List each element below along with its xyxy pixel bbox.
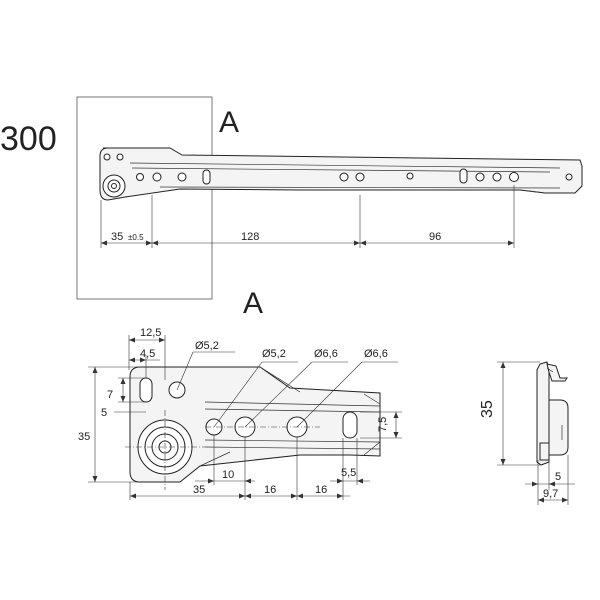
dim-10: 10 — [222, 469, 234, 481]
rail-slot — [459, 168, 468, 184]
dim-128: 128 — [241, 231, 259, 243]
rail-hole — [509, 172, 519, 182]
dim-35-tolerance: ±0.5 — [128, 233, 144, 242]
dim-35: 35 — [111, 231, 123, 243]
dim-96: 96 — [429, 231, 441, 243]
detail-diameter-callouts: Ø5,2 Ø5,2 Ø6,6 Ø6,6 — [176, 340, 398, 428]
detail-frame-label: A — [219, 106, 239, 139]
dim-35-horizontal: 35 — [193, 484, 205, 496]
rail-hole — [339, 172, 349, 182]
rail-slot — [202, 169, 211, 185]
detail-frame — [76, 96, 213, 300]
rail-edge-line-2 — [131, 167, 551, 173]
side-foot — [539, 442, 550, 461]
callout-d5-2-a: Ø5,2 — [195, 340, 219, 352]
dim-16-a: 16 — [264, 484, 276, 496]
detail-rail-line-4 — [204, 446, 381, 450]
rail-hole — [492, 172, 502, 182]
top-dimensions: 35 ±0.5 128 96 — [100, 185, 515, 248]
rail-hole — [116, 153, 124, 161]
rail-hole — [177, 172, 187, 182]
side-wheel — [548, 399, 569, 456]
detail-view: A Ø5,2 Ø5,2 — [78, 287, 402, 500]
rail-hole — [406, 172, 414, 180]
rail-hole — [475, 172, 485, 182]
side-view: 35 5 9,7 — [479, 361, 575, 505]
rail-hole — [152, 172, 162, 182]
callout-d5-2-b: Ø5,2 — [262, 348, 286, 360]
detail-slot — [342, 411, 358, 439]
side-lip — [546, 363, 568, 382]
rail-hole — [355, 172, 365, 182]
side-lip-line — [546, 367, 554, 373]
rail-edge-line — [129, 162, 561, 169]
callout-d6-6-a: Ø6,6 — [314, 348, 338, 360]
rail-hole — [136, 173, 144, 181]
callout-d6-6-b: Ø6,6 — [364, 348, 388, 360]
dim-35-vertical: 35 — [78, 431, 90, 443]
top-view: 300 A — [0, 96, 583, 300]
rail-hole — [565, 173, 573, 181]
detail-rail-line-3 — [204, 439, 381, 443]
detail-edge-2 — [363, 441, 381, 456]
rail-tail — [519, 189, 546, 194]
rail-hole — [103, 153, 111, 161]
detail-label: A — [243, 287, 263, 320]
detail-slot — [139, 377, 153, 403]
detail-rail-line — [204, 401, 381, 407]
dim-12-5: 12,5 — [140, 327, 161, 339]
roller-axle — [111, 183, 117, 189]
length-label: 300 — [0, 120, 57, 158]
dim-16-b: 16 — [315, 484, 327, 496]
detail-rail-line-2 — [204, 408, 381, 413]
detail-bend-2 — [199, 451, 231, 467]
rail-lower-line — [159, 186, 561, 189]
detail-dimensions: 12,5 4,5 7 5 35 7,5 — [78, 327, 402, 500]
detail-edge — [363, 393, 381, 405]
side-dim-9-7: 9,7 — [543, 488, 558, 500]
dim-7: 7 — [107, 389, 113, 401]
dim-5: 5 — [101, 407, 107, 419]
side-dim-35: 35 — [479, 400, 496, 418]
dim-4-5: 4,5 — [140, 348, 155, 360]
dim-5-5: 5,5 — [341, 467, 356, 479]
detail-bend — [259, 366, 301, 393]
side-dim-5: 5 — [555, 471, 561, 483]
dim-7-5: 7,5 — [377, 417, 389, 432]
